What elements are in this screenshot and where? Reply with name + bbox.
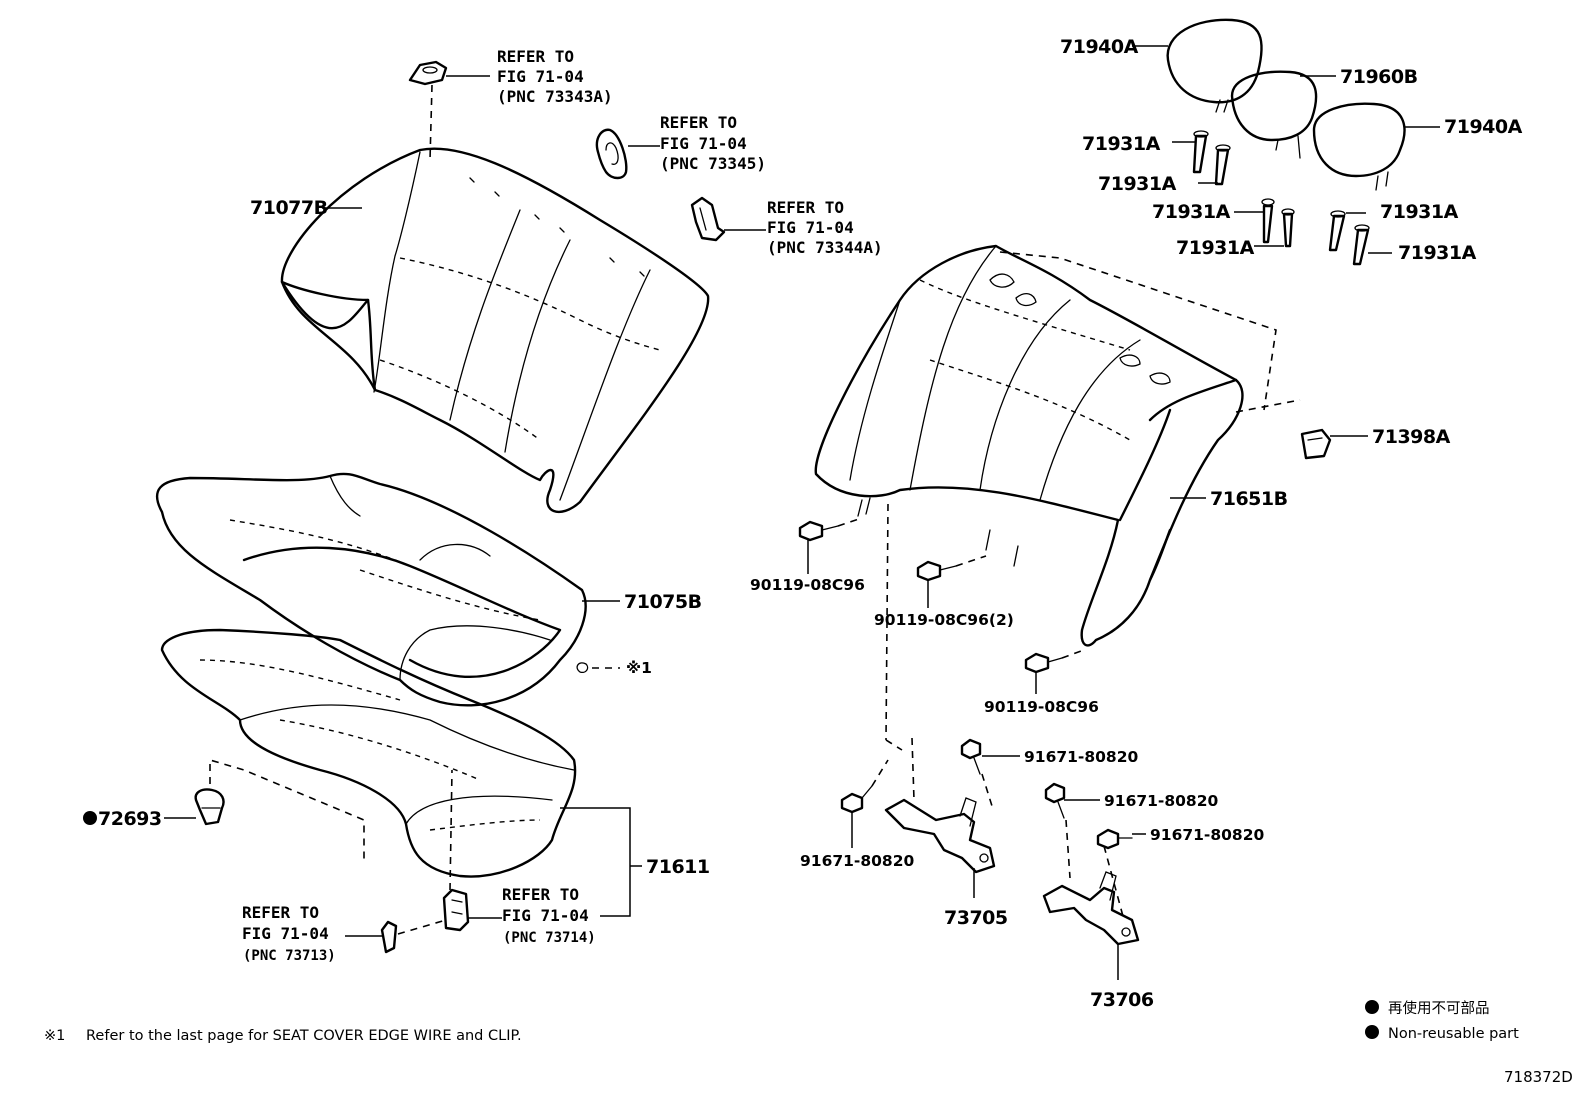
- headrest-supports-drawing: [1172, 130, 1392, 266]
- bolt-90119-c-drawing: [1024, 649, 1085, 694]
- lock-73705-drawing: [884, 503, 996, 898]
- non-reusable-bullet-72693: [83, 811, 97, 825]
- clip-73343a-drawing: [408, 60, 490, 161]
- clip-71398a-drawing: [1300, 428, 1368, 460]
- bracket-73344a-drawing: [690, 196, 766, 242]
- ref-line-2: FIG 71-04: [502, 906, 589, 925]
- lock-73706-drawing: [1042, 871, 1140, 980]
- label-71931a-1: 71931A: [1082, 133, 1161, 155]
- ref-line-2: FIG 71-04: [242, 924, 329, 943]
- ref-73343a-callout: REFER TO FIG 71-04 (PNC 73343A): [497, 47, 613, 106]
- bolt-91671-d-drawing: [1096, 828, 1146, 921]
- bolt-91671-c-drawing: [1044, 782, 1100, 879]
- label-73706: 73706: [1090, 989, 1154, 1011]
- label-71960b: 71960B: [1340, 66, 1418, 88]
- label-71940a-right: 71940A: [1444, 116, 1523, 138]
- ref-line-2: FIG 71-04: [767, 218, 854, 237]
- ref-line-3: (PNC 73344A): [767, 238, 883, 257]
- ref-line-3: (PNC 73713): [243, 948, 336, 964]
- ref-line-1: REFER TO: [660, 113, 737, 132]
- note-mark-clip: ※1: [626, 659, 652, 677]
- label-91671-c: 91671-80820: [1104, 792, 1218, 810]
- ref-73714-callout: REFER TO FIG 71-04 (PNC 73714): [502, 885, 596, 946]
- label-71931a-2: 71931A: [1098, 173, 1177, 195]
- ref-line-3: (PNC 73343A): [497, 87, 613, 106]
- ref-line-1: REFER TO: [242, 903, 319, 922]
- edge-clip-drawing: [576, 662, 620, 674]
- label-90119-c: 90119-08C96: [984, 698, 1099, 716]
- seatback-cover-71077b-drawing: [280, 147, 710, 513]
- legend-en: Non-reusable part: [1388, 1026, 1519, 1042]
- ref-73713-callout: REFER TO FIG 71-04 (PNC 73713): [242, 903, 336, 964]
- legend-bullet-jp: [1365, 1000, 1379, 1014]
- label-72693: 72693: [98, 808, 162, 830]
- clip-73713-drawing: [345, 919, 447, 954]
- ref-line-2: FIG 71-04: [660, 134, 747, 153]
- label-73705: 73705: [944, 907, 1008, 929]
- ref-73345-callout: REFER TO FIG 71-04 (PNC 73345): [660, 113, 766, 173]
- label-71931a-4: 71931A: [1176, 237, 1255, 259]
- cushion-pad-71611-drawing: [160, 628, 642, 917]
- legend: 再使用不可部品 Non-reusable part: [1365, 1000, 1519, 1042]
- label-71077b: 71077B: [250, 197, 328, 219]
- label-71940a-top: 71940A: [1060, 36, 1139, 58]
- bolt-91671-a-drawing: [840, 759, 889, 848]
- label-91671-a: 91671-80820: [800, 852, 914, 870]
- ref-line-3: (PNC 73345): [660, 154, 766, 173]
- label-91671-b: 91671-80820: [1024, 748, 1138, 766]
- hook-72693-drawing: [164, 758, 365, 862]
- ref-73344a-callout: REFER TO FIG 71-04 (PNC 73344A): [767, 198, 883, 257]
- legend-jp: 再使用不可部品: [1388, 1000, 1490, 1017]
- bolt-90119-a-drawing: [798, 517, 863, 574]
- label-71931a-5: 71931A: [1380, 201, 1459, 223]
- label-71398a: 71398A: [1372, 426, 1451, 448]
- ref-line-1: REFER TO: [497, 47, 574, 66]
- bolt-90119-b-drawing: [916, 555, 987, 608]
- label-71611: 71611: [646, 856, 710, 878]
- bracket-73714-drawing: [442, 769, 502, 932]
- label-71931a-3: 71931A: [1152, 201, 1231, 223]
- footnote-mark: ※1: [44, 1028, 65, 1044]
- seatback-pad-71651b-drawing: [814, 244, 1301, 647]
- headrest-center-drawing: [1230, 70, 1336, 159]
- ref-line-3: (PNC 73714): [503, 930, 596, 946]
- ref-line-1: REFER TO: [502, 885, 579, 904]
- label-91671-d: 91671-80820: [1150, 826, 1264, 844]
- figure-id: 718372D: [1504, 1068, 1573, 1086]
- label-90119-b: 90119-08C96(2): [874, 611, 1014, 629]
- footnote-text: Refer to the last page for SEAT COVER ED…: [86, 1028, 522, 1044]
- headrest-right-drawing: [1312, 102, 1440, 191]
- label-71931a-6: 71931A: [1398, 242, 1477, 264]
- label-90119-a: 90119-08C96: [750, 576, 865, 594]
- ref-line-1: REFER TO: [767, 198, 844, 217]
- label-71075b: 71075B: [624, 591, 702, 613]
- ring-73345-drawing: [595, 128, 660, 180]
- legend-bullet-en: [1365, 1025, 1379, 1039]
- bolt-91671-b-drawing: [960, 738, 1020, 807]
- cushion-cover-71075b-drawing: [156, 472, 620, 707]
- ref-line-2: FIG 71-04: [497, 67, 584, 86]
- headrest-left-drawing: [1132, 18, 1263, 113]
- label-71651b: 71651B: [1210, 488, 1288, 510]
